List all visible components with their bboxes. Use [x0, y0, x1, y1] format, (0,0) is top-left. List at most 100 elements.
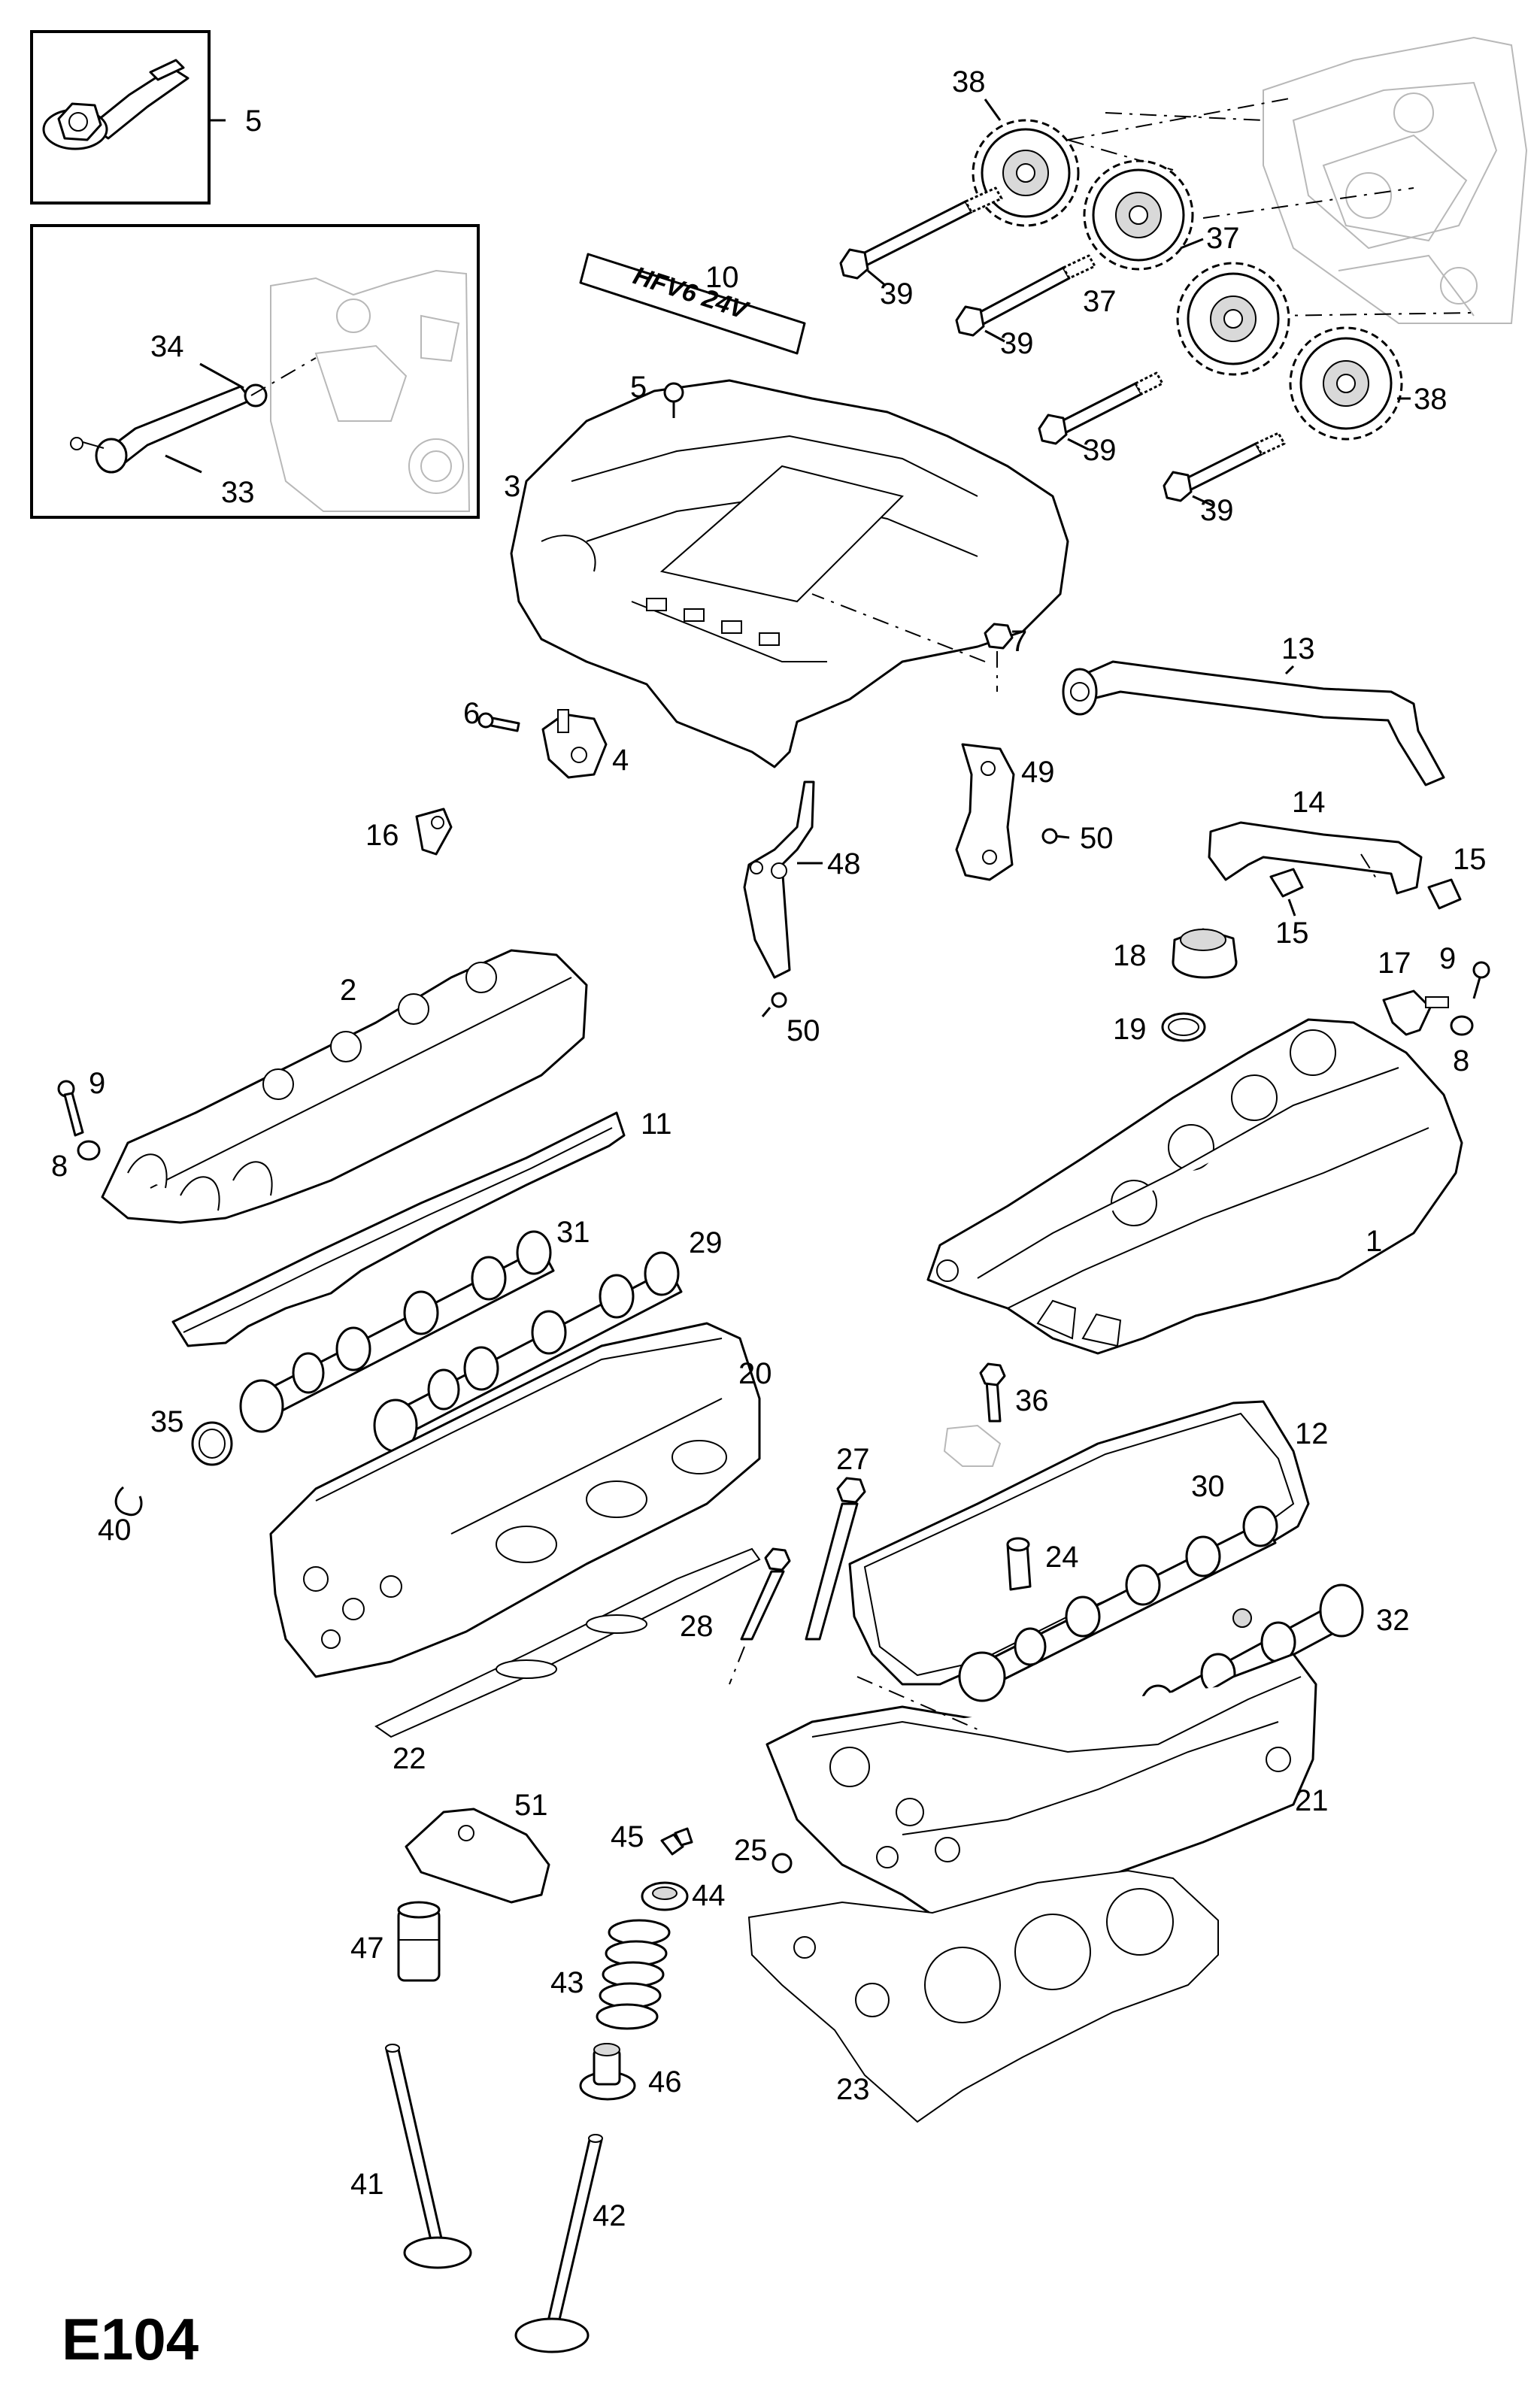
- label-44: 44: [692, 1879, 726, 1912]
- camshaft-sprocket-38-top: [972, 119, 1080, 227]
- nut-7: [811, 593, 1014, 692]
- hose-clip-15-a: [1269, 868, 1304, 898]
- hose-clip-15-b: [1427, 878, 1462, 910]
- label-2: 2: [340, 974, 356, 1007]
- bolt-6: [477, 712, 520, 732]
- label-8-left: 8: [51, 1150, 68, 1183]
- camshaft-cover-1: [926, 1018, 1463, 1355]
- camshaft-sprocket-37-a: [1083, 159, 1194, 271]
- sprocket-bolt-39-a: [839, 186, 1003, 280]
- lash-adjuster-47: [397, 1901, 441, 1982]
- valve-stem-seal-46: [579, 2043, 636, 2101]
- label-40: 40: [98, 1514, 132, 1547]
- label-29: 29: [689, 1226, 723, 1259]
- cover-gasket-11: [171, 1111, 626, 1347]
- camshaft-30: [958, 1505, 1278, 1702]
- label-32: 32: [1376, 1604, 1410, 1637]
- label-39-d: 39: [1200, 494, 1234, 527]
- breather-hose-13: [1062, 660, 1445, 786]
- valve-42: [514, 2134, 603, 2353]
- valve-41: [385, 2044, 472, 2269]
- label-7: 7: [1011, 625, 1027, 658]
- camshaft-31: [239, 1230, 555, 1433]
- inset-oil-control-valve: 34 33: [30, 224, 480, 519]
- tensioner-24: [1006, 1537, 1032, 1591]
- engine-cover-3: [510, 379, 1069, 768]
- bolt-icon: [42, 59, 189, 150]
- label-17: 17: [1378, 947, 1411, 980]
- label-31: 31: [556, 1216, 590, 1249]
- label-14: 14: [1292, 786, 1326, 819]
- head-gasket-22: [374, 1547, 761, 1738]
- valve-spring-43: [596, 1919, 671, 2030]
- bracket-4: [541, 709, 608, 779]
- spring-retainer-44: [641, 1881, 689, 1911]
- oil-filler-cap-18: [1172, 928, 1238, 979]
- label-16: 16: [365, 819, 399, 852]
- sprocket-bolt-39-c: [1038, 371, 1164, 445]
- inset-bolt-5: 5: [30, 30, 262, 205]
- engine-badge-10: HFV6 24V: [579, 253, 806, 355]
- label-43: 43: [550, 1966, 584, 1999]
- label-12: 12: [1295, 1417, 1329, 1450]
- label-50-a: 50: [1080, 822, 1114, 855]
- camshaft-sprocket-37-b: [1176, 262, 1290, 376]
- label-48: 48: [827, 847, 861, 880]
- timing-dash-lines: [1067, 97, 1475, 317]
- label-11: 11: [641, 1108, 672, 1141]
- label-34: 34: [150, 330, 184, 363]
- rocker-arm-51: [405, 1808, 550, 1904]
- label-3: 3: [504, 470, 520, 503]
- label-24: 24: [1045, 1541, 1079, 1574]
- bolt-9-right: [1472, 961, 1490, 999]
- sensor-16: [415, 808, 453, 856]
- label-25: 25: [734, 1834, 768, 1867]
- label-46: 46: [648, 2065, 682, 2099]
- grommet-8-left: [77, 1140, 101, 1161]
- label-39-a: 39: [880, 277, 914, 311]
- label-15-a: 15: [1275, 917, 1309, 950]
- label-9-right: 9: [1439, 942, 1456, 975]
- label-37-b-final: 37: [1206, 222, 1240, 255]
- bolt-50-lower: [761, 992, 787, 1017]
- label-30: 30: [1191, 1470, 1225, 1503]
- pcv-valve-17: [1382, 989, 1449, 1036]
- label-49: 49: [1021, 756, 1055, 789]
- bracket-49: [955, 743, 1015, 881]
- head-bolt-28: [729, 1547, 791, 1685]
- sprocket-bolt-39-b: [955, 254, 1096, 337]
- camshaft-29: [373, 1251, 683, 1453]
- label-19: 19: [1113, 1013, 1147, 1046]
- diagram-code: E104: [62, 2306, 199, 2372]
- bolt-9-left: [57, 1080, 84, 1137]
- label-10: 10: [705, 261, 739, 294]
- cylinder-head-20: [269, 1322, 761, 1678]
- label-8-right: 8: [1453, 1044, 1469, 1077]
- engine-front-ghost: [270, 269, 471, 512]
- valve-keeper-45: [660, 1827, 693, 1856]
- label-36: 36: [1015, 1384, 1049, 1417]
- seal-ring-35: [191, 1421, 233, 1466]
- label-50-b: 50: [787, 1014, 820, 1047]
- label-15-b: 15: [1453, 843, 1487, 876]
- sprocket-bolt-39-d: [1163, 432, 1286, 502]
- label-39-b: 39: [1000, 327, 1034, 360]
- seal-ring-19: [1161, 1012, 1206, 1042]
- label-13: 13: [1281, 632, 1315, 665]
- cylinder-head-21: [765, 1653, 1317, 1941]
- grommet-8-right: [1450, 1015, 1474, 1036]
- screw-5: [663, 382, 684, 418]
- label-47: 47: [350, 1932, 384, 1965]
- label-42: 42: [593, 2199, 626, 2232]
- label-5: 5: [630, 371, 647, 404]
- label-45: 45: [611, 1820, 644, 1853]
- label-1: 1: [1366, 1225, 1382, 1258]
- label-5-inset: 5: [245, 105, 262, 138]
- label-33: 33: [221, 476, 255, 509]
- label-41: 41: [350, 2168, 384, 2201]
- label-4: 4: [612, 744, 629, 777]
- label-37-a-final: 37: [1083, 285, 1117, 318]
- bolt-50-right: [1041, 828, 1070, 844]
- camshaft-sprocket-38-bottom: [1289, 326, 1403, 441]
